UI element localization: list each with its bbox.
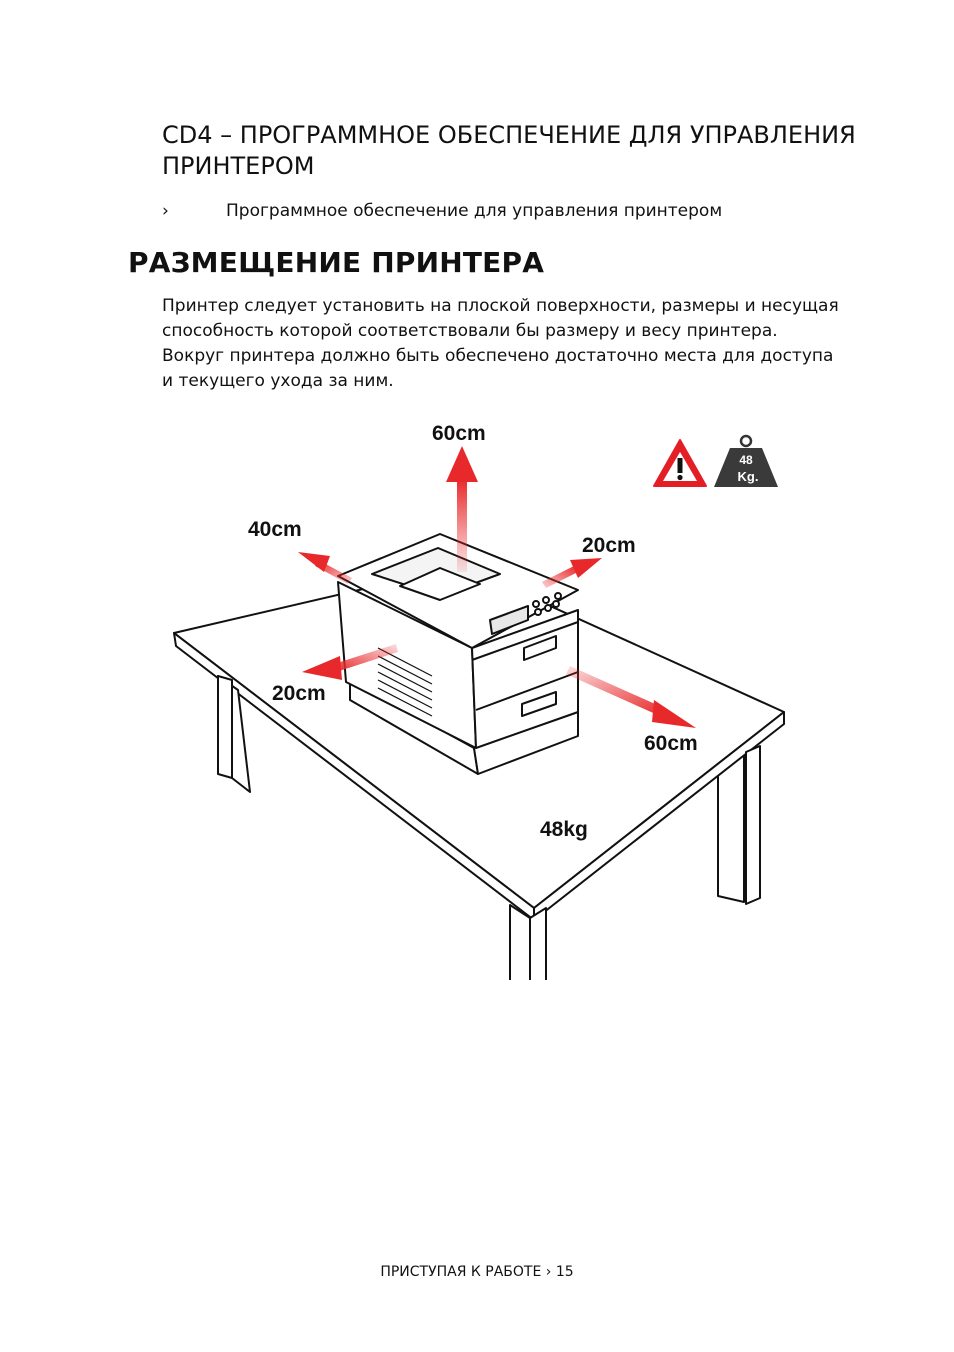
weight-icon-unit: Kg. [738, 469, 759, 484]
arrow-up-head [446, 446, 478, 482]
label-front: 60cm [644, 732, 698, 755]
paragraph-line-3: Вокруг принтера должно быть обеспечено д… [162, 346, 834, 366]
label-top: 60cm [432, 422, 486, 445]
arrow-up [457, 478, 467, 572]
page-footer: ПРИСТУПАЯ К РАБОТЕ › 15 [0, 1264, 954, 1280]
arrow-back-right-head [570, 558, 602, 578]
label-back-right: 20cm [582, 534, 636, 557]
paragraph-line-2: способность которой соответствовали бы р… [162, 321, 778, 341]
arrow-front [566, 666, 664, 716]
arrow-back-left-head [298, 552, 330, 572]
footer-section: ПРИСТУПАЯ К РАБОТЕ [380, 1264, 542, 1280]
weight-icon-number: 48 [739, 453, 753, 467]
table-drawing [173, 565, 785, 980]
warning-triangle-icon [653, 439, 707, 487]
arrow-back-right [542, 566, 578, 588]
footer-page-number: 15 [555, 1264, 574, 1280]
arrow-front-head [652, 700, 696, 728]
paragraph-line-4: и текущего ухода за ним. [162, 371, 394, 391]
page-heading: РАЗМЕЩЕНИЕ ПРИНТЕРА [128, 246, 545, 279]
weight-icon: 48 Kg. [714, 434, 778, 487]
label-left: 20cm [272, 682, 326, 705]
body-paragraph: Принтер следует установить на плоской по… [162, 294, 842, 394]
label-back-left: 40cm [248, 518, 302, 541]
arrow-left [334, 644, 398, 672]
bullet-mark: › [162, 201, 169, 221]
bullet-text: Программное обеспечение для управления п… [226, 201, 723, 221]
section-title: CD4 – ПРОГРАММНОЕ ОБЕСПЕЧЕНИЕ ДЛЯ УПРАВЛ… [162, 121, 856, 180]
footer-separator: › [545, 1264, 552, 1280]
printer-placement-illustration: 60cm 40cm 20cm 20cm 60cm 48kg 48 Kg. [173, 422, 785, 980]
arrow-left-head [302, 656, 342, 680]
label-weight: 48kg [540, 818, 588, 841]
clearance-arrows [298, 446, 696, 728]
paragraph-line-1: Принтер следует установить на плоской по… [162, 296, 839, 316]
printer-drawing [337, 533, 579, 775]
